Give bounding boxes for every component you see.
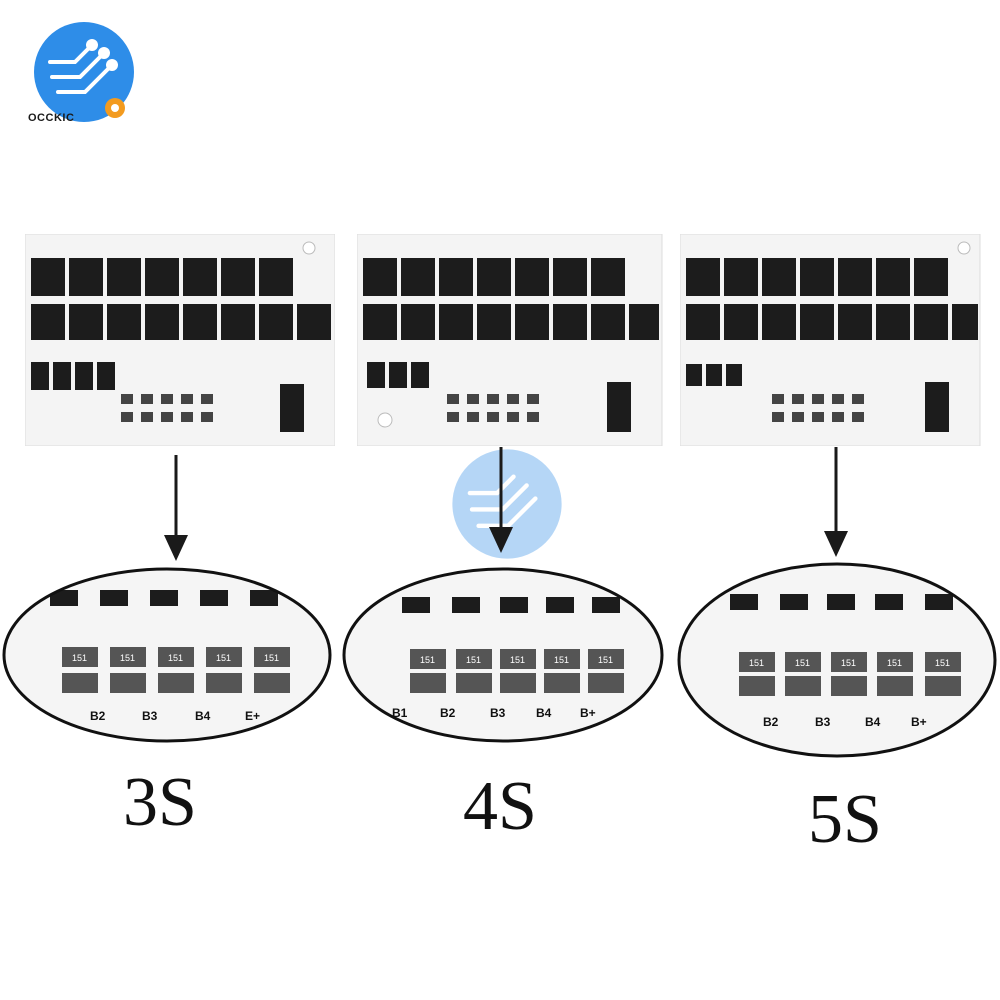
zoom-3s: 151 151 151 151 151 B2 B3 B4 E+ (2, 567, 332, 743)
variant-label-5s: 5S (808, 781, 882, 858)
variant-label-3s: 3S (123, 764, 197, 841)
arrow-4s (489, 447, 513, 553)
chip-code: 151 (168, 653, 183, 663)
pad-label-b3: B3 (815, 715, 831, 729)
chip-code: 151 (72, 653, 87, 663)
brand-logo (34, 22, 134, 122)
pad-label-b3: B3 (490, 706, 506, 720)
variant-label-4s: 4S (463, 768, 537, 845)
chip-code: 151 (887, 658, 902, 668)
arrow-3s (164, 455, 188, 561)
pad-label-b4: B4 (865, 715, 881, 729)
pad-label-b1: B1 (392, 706, 408, 720)
board-3s (25, 234, 335, 446)
chip-code: 151 (264, 653, 279, 663)
chip-code: 151 (554, 655, 569, 665)
chip-code: 151 (510, 655, 525, 665)
chip-code: 151 (795, 658, 810, 668)
pad-label-b3: B3 (142, 709, 158, 723)
chip-code: 151 (841, 658, 856, 668)
zoom-5s: 151 151 151 151 151 B2 B3 B4 B+ (677, 562, 997, 758)
pad-label-b2: B2 (763, 715, 779, 729)
chip-code: 151 (120, 653, 135, 663)
zoom-4s: 151 151 151 151 151 B1 B2 B3 B4 B+ (342, 567, 664, 743)
board-4s (357, 234, 663, 446)
pad-label-b4: B4 (536, 706, 552, 720)
brand-name: OCCKIC (28, 112, 75, 124)
arrow-5s (824, 447, 848, 557)
pad-label-b2: B2 (440, 706, 456, 720)
chip-code: 151 (598, 655, 613, 665)
chip-code: 151 (420, 655, 435, 665)
chip-code: 151 (466, 655, 481, 665)
chip-code: 151 (749, 658, 764, 668)
pad-label-e-plus: E+ (245, 709, 260, 723)
chip-code: 151 (935, 658, 950, 668)
pad-label-b-plus: B+ (911, 715, 927, 729)
pad-label-b-plus: B+ (580, 706, 596, 720)
pad-label-b4: B4 (195, 709, 211, 723)
pad-label-b2: B2 (90, 709, 106, 723)
watermark-logo (452, 449, 562, 559)
chip-code: 151 (216, 653, 231, 663)
board-5s (680, 234, 981, 446)
